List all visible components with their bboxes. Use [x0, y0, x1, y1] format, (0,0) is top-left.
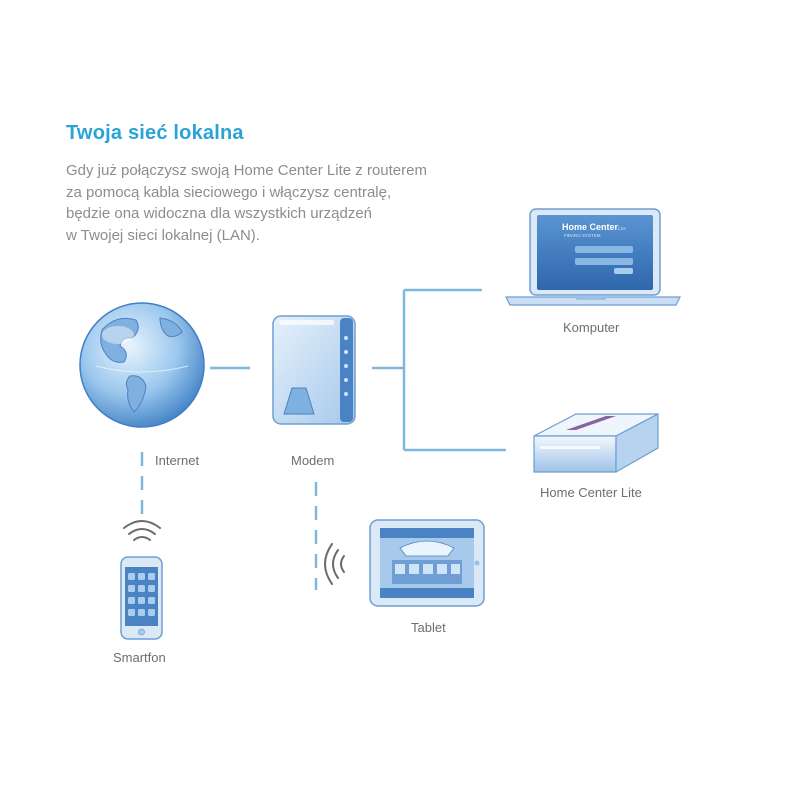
connection-lines: [140, 288, 506, 590]
description-line: będzie ona widoczna dla wszystkich urząd…: [66, 205, 372, 222]
home-center-lite-icon: [533, 413, 659, 474]
smartphone-icon: [120, 556, 163, 640]
label-modem: Modem: [291, 453, 335, 468]
label-smartphone: Smartfon: [113, 650, 166, 665]
laptop-icon: Home Center FIBARO SYSTEM Lite: [505, 208, 681, 306]
wifi-signal-icon: [324, 543, 345, 585]
page-title: Twoja sieć lokalna: [66, 122, 244, 144]
tablet-icon: [369, 519, 485, 607]
description-line: za pomocą kabla sieciowego i włączysz ce…: [66, 183, 392, 201]
label-internet: Internet: [155, 453, 200, 468]
label-computer: Komputer: [563, 320, 620, 335]
label-home-center-lite: Home Center Lite: [540, 485, 642, 500]
label-tablet: Tablet: [411, 620, 446, 635]
wifi-signal-icon: [123, 520, 161, 541]
description: Gdy już połączysz swoją Home Center Lite…: [66, 160, 466, 246]
description-line: Gdy już połączysz swoją Home Center Lite…: [66, 162, 427, 179]
globe-icon: [79, 302, 205, 428]
laptop-screen-suffix: Lite: [617, 227, 627, 232]
laptop-screen-brand: Home Center: [562, 222, 619, 232]
description-line: w Twojej sieci lokalnej (LAN).: [66, 226, 260, 244]
laptop-screen-sub: FIBARO SYSTEM: [564, 233, 601, 238]
modem-icon: [272, 315, 356, 425]
